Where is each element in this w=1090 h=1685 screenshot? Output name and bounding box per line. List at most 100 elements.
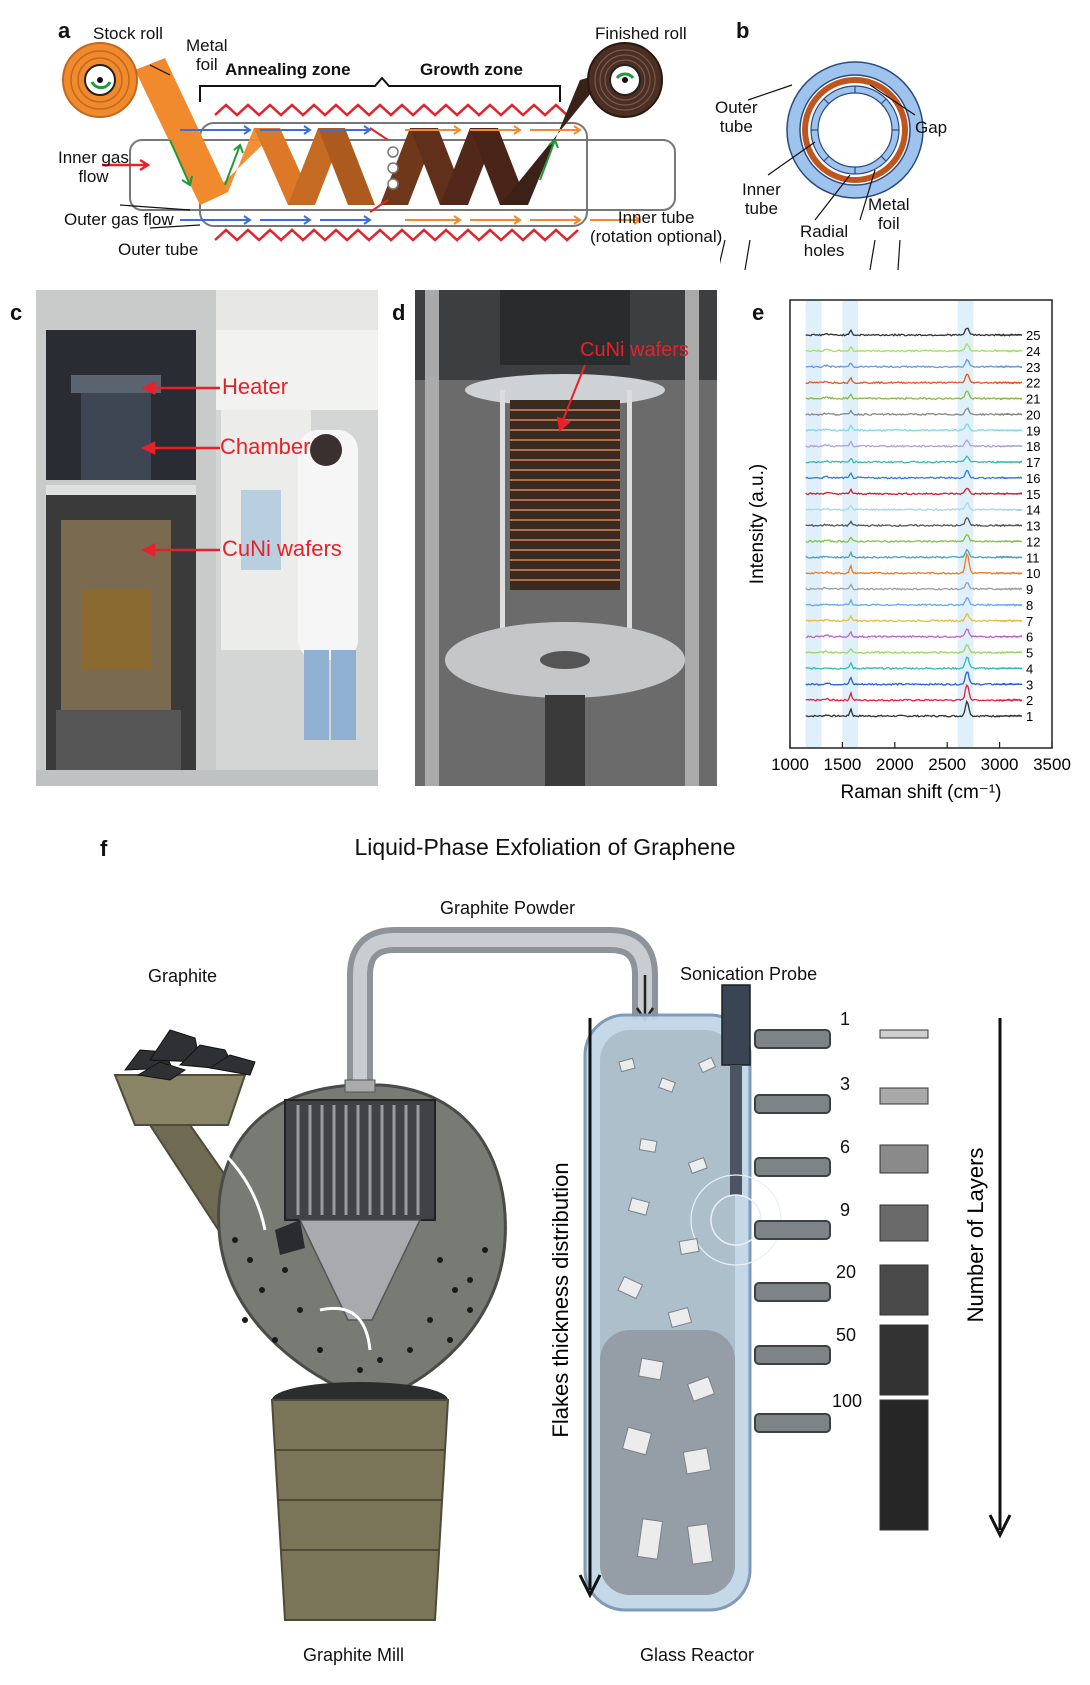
spectrum-line-16 [805, 469, 1023, 480]
annotation-arrows-c [141, 380, 220, 558]
collection-bowl [270, 1399, 450, 1621]
growth-flow-arrows [405, 125, 642, 225]
mill-cone [298, 1219, 422, 1321]
label-inner-tube-a: Inner tube (rotation optional) [590, 208, 723, 246]
x-tick-label-1500: 1500 [823, 755, 861, 774]
raman-chart: 1234567891011121314151617181920212223242… [747, 299, 1071, 803]
x-tick-label-2500: 2500 [928, 755, 966, 774]
panel-f-label: f [100, 836, 108, 861]
legend-label-25: 25 [1026, 328, 1040, 343]
legend-label-9: 9 [1026, 582, 1033, 597]
furnace-photo [36, 290, 378, 786]
mill-particles [232, 1237, 488, 1373]
label-finished-roll: Finished roll [595, 24, 687, 43]
foil-strip-2 [200, 128, 280, 205]
spectrum-line-15 [805, 487, 1023, 496]
stock-roll-icon [62, 42, 138, 118]
graphene-flakes [617, 1056, 717, 1565]
spectrum-line-23 [805, 358, 1022, 369]
label-annealing-zone: Annealing zone [225, 60, 351, 79]
outlet-label-20: 20 [836, 1262, 856, 1282]
label-metal-foil-a: Metal foil [186, 36, 228, 74]
foil-strip-10 [500, 72, 608, 205]
label-graphite-powder: Graphite Powder [440, 898, 576, 918]
x-tick-label-3500: 3500 [1033, 755, 1071, 774]
label-glass-reactor: Glass Reactor [640, 1645, 755, 1665]
label-outer-gas-flow: Outer gas flow [64, 210, 174, 229]
radial-flow-arrow [369, 127, 389, 213]
tube-cross-section [720, 61, 924, 270]
inner-tube [129, 139, 676, 211]
flakes-axis-label: Flakes thickness distribution [548, 1162, 573, 1437]
furnace-photo-drawing [36, 290, 378, 786]
legend-label-21: 21 [1026, 392, 1040, 407]
spectrum-line-11 [805, 548, 1023, 559]
foil-strip-5 [318, 128, 375, 205]
heater-zigzag-top [214, 103, 579, 117]
panel-e-label: e [752, 300, 765, 325]
sonication-probe [721, 984, 751, 1066]
legend-label-15: 15 [1026, 487, 1040, 502]
radial-hole [387, 178, 399, 190]
spectrum-line-2 [805, 683, 1023, 702]
legend-label-22: 22 [1026, 376, 1040, 391]
legend-label-3: 3 [1026, 677, 1033, 692]
legend-label-6: 6 [1026, 630, 1033, 645]
spectrum-line-19 [805, 423, 1023, 432]
legend-label-18: 18 [1026, 439, 1040, 454]
spectrum-line-18 [805, 439, 1023, 448]
y-axis-label: Intensity (a.u.) [747, 464, 768, 584]
flakes-axis-arrow [578, 1018, 602, 1599]
label-gap: Gap [915, 118, 948, 137]
outlet-label-1: 1 [840, 1009, 850, 1029]
legend-label-4: 4 [1026, 661, 1033, 676]
legend-label-10: 10 [1026, 566, 1040, 581]
zone-brace [199, 76, 561, 102]
legend-label-20: 20 [1026, 407, 1040, 422]
leader-line [149, 64, 171, 76]
label-inner-tube-b: Inner tube [742, 180, 781, 218]
roll-to-roll-diagram [62, 42, 676, 242]
spectrum-line-13 [805, 517, 1023, 528]
legend-label-19: 19 [1026, 423, 1040, 438]
label-growth-zone: Growth zone [420, 60, 523, 79]
heater-zigzag-bottom [214, 228, 579, 242]
spectrum-line-3 [805, 671, 1023, 686]
highlight-band-1 [842, 300, 859, 748]
legend-label-24: 24 [1026, 344, 1040, 359]
wafer-layers [510, 409, 620, 581]
spectrum-line-12 [805, 533, 1023, 544]
spectrum-line-14 [805, 502, 1023, 512]
label-outer-tube-a: Outer tube [118, 240, 199, 259]
spectrum-line-4 [805, 656, 1023, 670]
leader-line [119, 204, 191, 211]
outlet-labels: 1 3 6 9 20 50 100 [832, 1009, 862, 1411]
spectrum-line-17 [805, 455, 1023, 464]
label-radial-holes: Radial holes [800, 222, 849, 260]
spectrum-line-7 [805, 612, 1023, 623]
outlet-label-9: 9 [840, 1200, 850, 1220]
label-graphite-mill: Graphite Mill [303, 1645, 405, 1665]
exfoliation-illustration: 1 3 6 9 20 50 100 Flakes thickness distr… [113, 927, 1012, 1621]
outer-flow-arrows [180, 125, 372, 225]
spectrum-line-20 [805, 407, 1023, 417]
radial-hole [387, 162, 399, 174]
layer-stacks [879, 1029, 929, 1531]
panel-b-label: b [736, 18, 750, 43]
layers-axis-arrow [988, 1018, 1012, 1539]
panel-a-label: a [58, 18, 71, 43]
inner-gas-arrow [102, 158, 151, 172]
spectrum-line-5 [805, 644, 1023, 655]
x-axis-label: Raman shift (cm⁻¹) [841, 782, 1002, 803]
legend-label-16: 16 [1026, 471, 1040, 486]
leader-lines-b [720, 84, 916, 270]
panel-d-label: d [392, 300, 406, 325]
annotation-cuni-wafers-d: CuNi wafers [580, 339, 689, 361]
radial-hole-marks [811, 86, 899, 174]
legend-label-14: 14 [1026, 503, 1040, 518]
x-tick-label-2000: 2000 [876, 755, 914, 774]
label-inner-gas-flow: Inner gas flow [58, 148, 129, 186]
plot-frame [789, 299, 1053, 749]
finished-roll-icon [587, 42, 663, 118]
legend-label-7: 7 [1026, 614, 1033, 629]
